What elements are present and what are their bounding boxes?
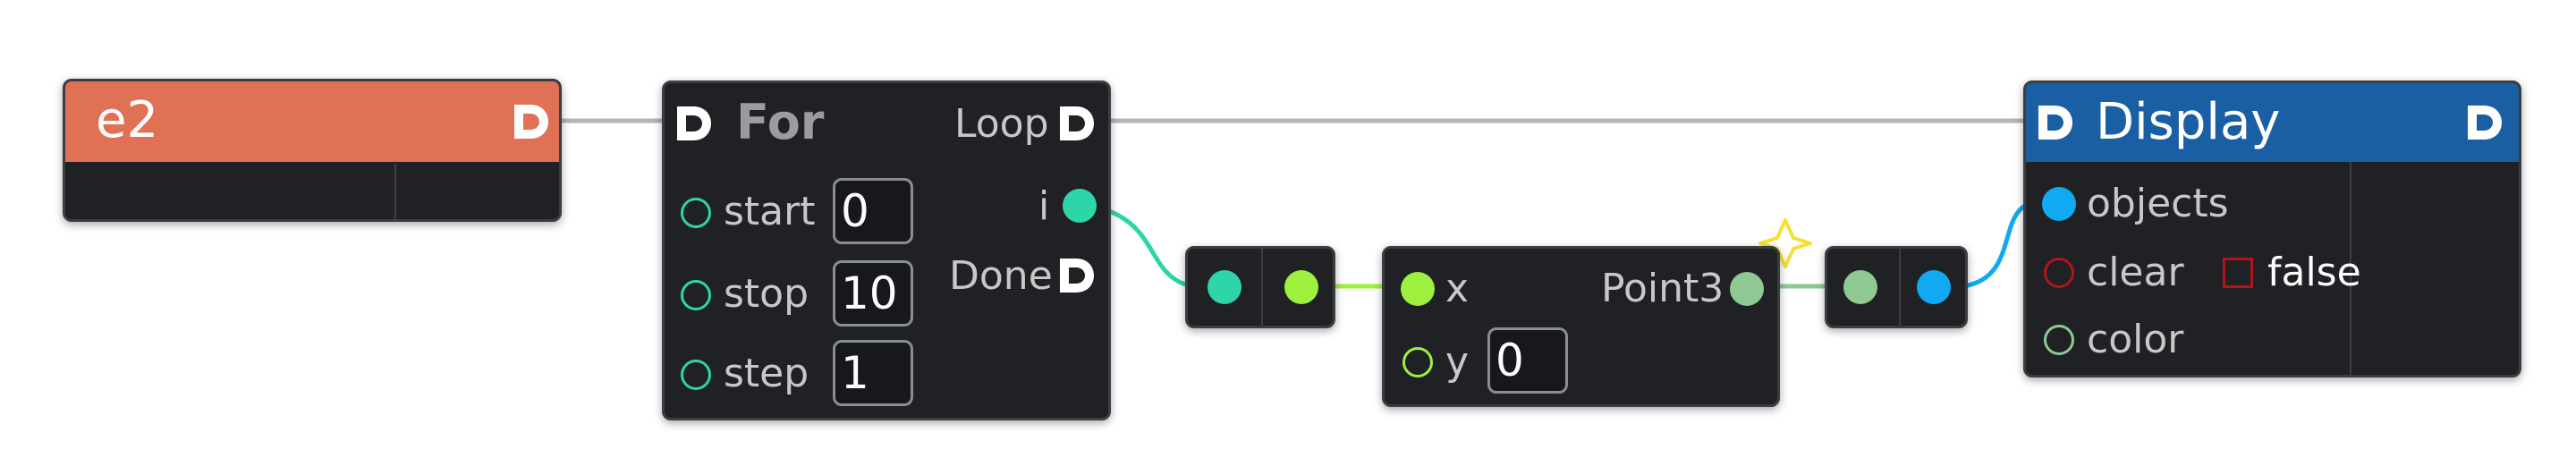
node-e2-header[interactable]: e2 bbox=[65, 81, 559, 162]
output-port-point[interactable] bbox=[1730, 272, 1764, 306]
divider bbox=[1261, 249, 1263, 326]
node-e2[interactable]: e2 bbox=[63, 79, 562, 222]
y-input[interactable]: 0 bbox=[1487, 327, 1568, 394]
input-label-start: start bbox=[724, 189, 816, 234]
input-port-y[interactable] bbox=[1402, 347, 1433, 377]
input-label-objects: objects bbox=[2087, 181, 2229, 226]
input-port-stop[interactable] bbox=[681, 280, 711, 310]
input-port-clear[interactable] bbox=[2044, 258, 2074, 288]
reroute-node-int-to-float[interactable] bbox=[1185, 246, 1335, 328]
loop-label: Loop bbox=[954, 101, 1049, 147]
reroute-input-port[interactable] bbox=[1208, 270, 1241, 304]
exec-out-loop-icon[interactable] bbox=[1056, 103, 1097, 144]
divider bbox=[1899, 249, 1901, 326]
output-label-i: i bbox=[1038, 183, 1050, 229]
input-label-y: y bbox=[1445, 339, 1470, 385]
reroute-node-point-to-object[interactable] bbox=[1825, 246, 1968, 328]
exec-in-icon[interactable] bbox=[2035, 102, 2076, 143]
node-display[interactable]: Display objects clear false color bbox=[2023, 81, 2521, 377]
exec-in-icon[interactable] bbox=[674, 103, 715, 144]
start-input[interactable]: 0 bbox=[833, 178, 913, 244]
exec-out-icon[interactable] bbox=[511, 101, 552, 142]
input-label-x: x bbox=[1445, 266, 1470, 311]
reroute-output-port[interactable] bbox=[1284, 270, 1318, 304]
divider bbox=[2350, 162, 2351, 375]
exec-out-done-icon[interactable] bbox=[1056, 255, 1097, 296]
node-title: Display bbox=[2096, 93, 2281, 151]
node-title: Point3 bbox=[1601, 266, 1724, 311]
node-point3[interactable]: x Point3 y 0 bbox=[1382, 246, 1780, 407]
stop-input[interactable]: 10 bbox=[833, 260, 913, 327]
clear-checkbox[interactable] bbox=[2223, 258, 2253, 288]
input-port-objects[interactable] bbox=[2042, 187, 2076, 221]
input-port-step[interactable] bbox=[681, 360, 711, 390]
input-label-clear: clear bbox=[2087, 250, 2184, 295]
input-port-start[interactable] bbox=[681, 198, 711, 228]
divider bbox=[394, 164, 396, 219]
input-port-color[interactable] bbox=[2044, 325, 2074, 355]
step-input[interactable]: 1 bbox=[833, 340, 913, 406]
node-title: e2 bbox=[96, 91, 159, 149]
node-title: For bbox=[736, 94, 825, 150]
reroute-input-port[interactable] bbox=[1843, 270, 1877, 304]
done-label: Done bbox=[949, 253, 1053, 299]
reroute-output-port[interactable] bbox=[1917, 270, 1951, 304]
exec-out-icon[interactable] bbox=[2464, 102, 2505, 143]
input-label-color: color bbox=[2087, 317, 2184, 362]
node-display-header[interactable]: Display bbox=[2026, 83, 2519, 162]
input-port-x[interactable] bbox=[1401, 272, 1435, 306]
node-for[interactable]: For Loop start 0 stop 10 step 1 i Done bbox=[662, 81, 1111, 420]
clear-value-label: false bbox=[2267, 250, 2361, 295]
input-label-stop: stop bbox=[724, 271, 809, 317]
output-port-i[interactable] bbox=[1063, 189, 1097, 223]
input-label-step: step bbox=[724, 351, 809, 396]
